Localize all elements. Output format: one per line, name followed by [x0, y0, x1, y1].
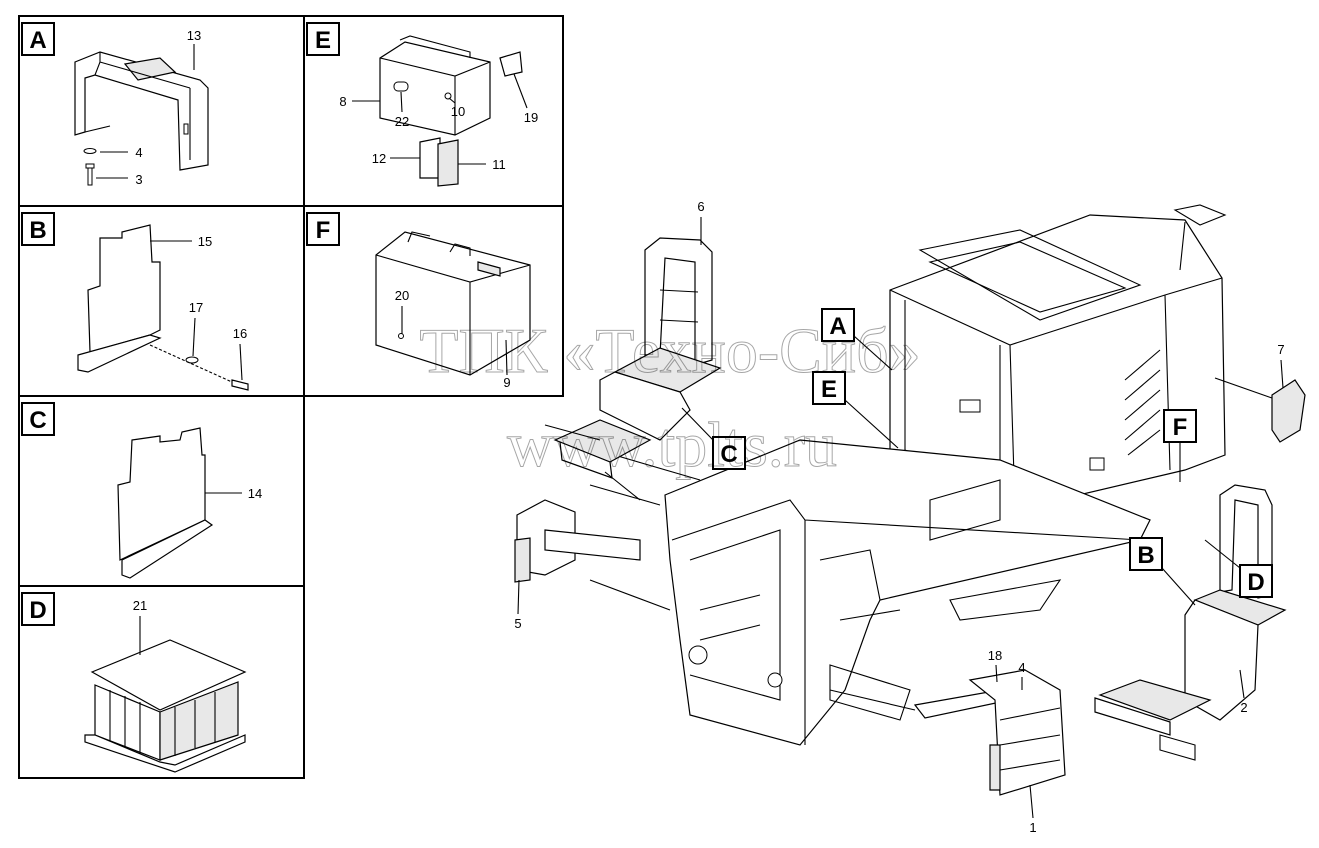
callout-5: 5	[514, 616, 521, 631]
step-1-drawing	[829, 669, 1066, 796]
callout-11: 11	[492, 157, 506, 172]
callout-20: 20	[395, 288, 409, 303]
ref-letter-d: D	[1247, 569, 1264, 596]
callout-21: 21	[133, 598, 147, 613]
washer-4	[83, 148, 97, 154]
light-7-drawing	[1214, 377, 1306, 443]
callout-16: 16	[233, 326, 247, 341]
callout-13: 13	[187, 28, 201, 43]
step-ladder-6-drawing	[544, 237, 722, 501]
panel-c: C 14	[21, 402, 262, 579]
callout-12: 12	[372, 151, 386, 166]
bolt-16	[231, 379, 249, 391]
panel-f-letter: F	[316, 217, 331, 244]
callout-18: 18	[988, 648, 1002, 663]
step-2-drawing	[1094, 484, 1287, 761]
battery-box-drawing	[379, 35, 523, 187]
main-assembly-view: A E F C B D 6 7 5 1 18 4 2	[514, 199, 1306, 835]
callout-8: 8	[339, 94, 346, 109]
battery-tray-drawing	[84, 639, 247, 773]
panel-f: F 20 9	[306, 212, 531, 390]
step-5-drawing	[514, 499, 671, 611]
callout-14: 14	[248, 486, 262, 501]
frame-drawing	[579, 439, 1151, 746]
cover-plate-b-drawing	[77, 224, 162, 373]
watermark-url: www.tplts.ru	[507, 409, 837, 480]
panel-a-letter: A	[29, 27, 46, 54]
callout-3: 3	[135, 172, 142, 187]
callout-6: 6	[697, 199, 704, 214]
ref-letter-b: B	[1137, 542, 1154, 569]
battery-cover-drawing	[375, 231, 531, 376]
callout-1: 1	[1029, 820, 1036, 835]
callout-2: 2	[1240, 700, 1247, 715]
cab-drawing	[889, 204, 1227, 511]
watermark-company: ТПК «Техно-Сиб»	[419, 315, 920, 386]
callout-4: 4	[135, 145, 142, 160]
callout-7: 7	[1277, 342, 1284, 357]
bolt-3	[85, 163, 95, 186]
callout-4-main: 4	[1018, 660, 1025, 675]
panel-d: D 21	[21, 592, 247, 773]
panel-d-letter: D	[29, 597, 46, 624]
watermark: ТПК «Техно-Сиб» www.tplts.ru	[419, 315, 921, 481]
callout-19: 19	[524, 110, 538, 125]
detail-panel-frames	[18, 15, 564, 779]
callout-15: 15	[198, 234, 212, 249]
hood-bracket-drawing	[74, 51, 209, 171]
ref-letter-f: F	[1173, 414, 1188, 441]
panel-b-letter: B	[29, 217, 46, 244]
cover-plate-c-drawing	[117, 427, 214, 579]
callout-9: 9	[503, 375, 510, 390]
ref-letter-c: C	[720, 441, 737, 468]
callout-17: 17	[189, 300, 203, 315]
panel-a: A 13 4 3	[21, 22, 209, 187]
panel-c-letter: C	[29, 407, 46, 434]
panel-e-letter: E	[315, 27, 331, 54]
panel-b: B 15 17 16	[21, 212, 249, 391]
washer-17	[185, 356, 199, 364]
panel-e: E 8 22 10 19 12 11	[306, 22, 538, 187]
ref-letter-e: E	[821, 376, 837, 403]
ref-letter-a: A	[829, 313, 846, 340]
callout-10: 10	[451, 104, 465, 119]
callout-22: 22	[395, 114, 409, 129]
